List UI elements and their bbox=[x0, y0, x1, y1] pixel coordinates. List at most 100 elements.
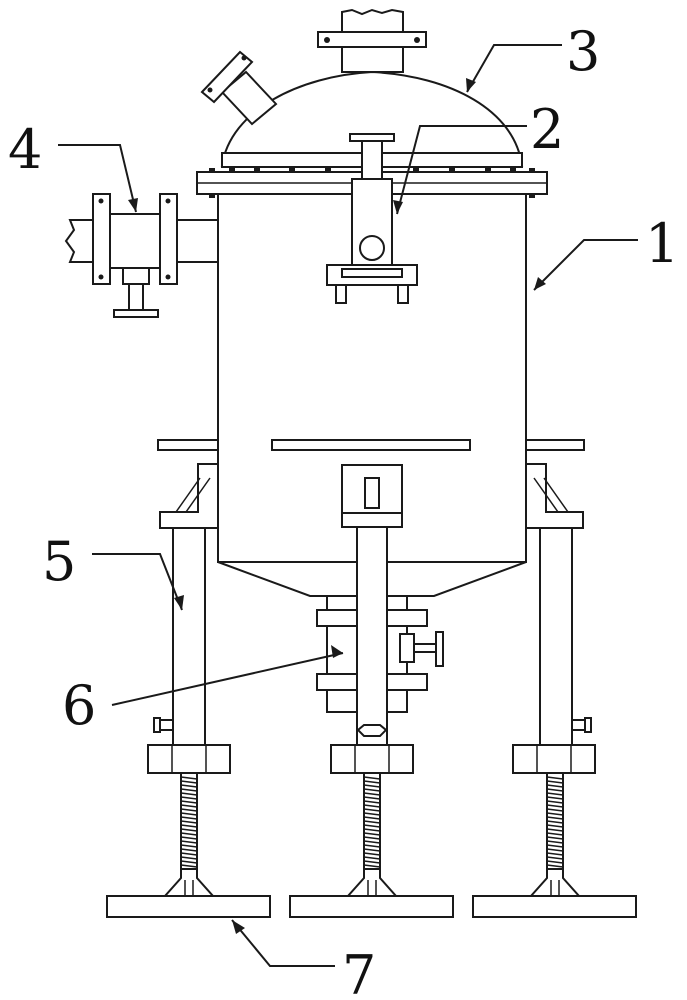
internal-rod-assembly bbox=[326, 133, 418, 304]
thread-line bbox=[180, 840, 198, 844]
thread-line bbox=[546, 808, 564, 812]
thread-line bbox=[180, 804, 198, 808]
callout-2: 2 bbox=[530, 98, 564, 161]
thread-line bbox=[180, 836, 198, 840]
thread-line bbox=[546, 864, 564, 868]
flange-bolt bbox=[289, 168, 295, 173]
thread-line bbox=[546, 832, 564, 836]
thread-line bbox=[363, 784, 381, 788]
thread-line bbox=[363, 788, 381, 792]
callout-7: 7 bbox=[342, 944, 376, 1000]
thread-line bbox=[546, 836, 564, 840]
thread-line bbox=[546, 800, 564, 804]
thread-line bbox=[180, 780, 198, 784]
thread-line bbox=[546, 788, 564, 792]
thread-line bbox=[363, 828, 381, 832]
thread-line bbox=[180, 860, 198, 864]
thread-line bbox=[546, 828, 564, 832]
thread-line bbox=[180, 776, 198, 780]
flange-bolt bbox=[485, 168, 491, 173]
flange-bolt bbox=[449, 168, 455, 173]
callout-4: 4 bbox=[8, 118, 42, 181]
thread-line bbox=[363, 864, 381, 868]
thread-line bbox=[363, 780, 381, 784]
thread-line bbox=[546, 776, 564, 780]
thread-line bbox=[363, 796, 381, 800]
thread-line bbox=[363, 820, 381, 824]
thread-line bbox=[180, 832, 198, 836]
thread-line bbox=[363, 860, 381, 864]
flange-bolt bbox=[229, 168, 235, 173]
thread-line bbox=[363, 824, 381, 828]
top-feed-pipe bbox=[317, 8, 427, 73]
thread-line bbox=[363, 804, 381, 808]
thread-line bbox=[363, 776, 381, 780]
thread-line bbox=[546, 780, 564, 784]
thread-line bbox=[546, 848, 564, 852]
thread-line bbox=[180, 812, 198, 816]
thread-line bbox=[180, 796, 198, 800]
thread-line bbox=[180, 820, 198, 824]
flange-bolt bbox=[529, 168, 535, 173]
thread-line bbox=[180, 808, 198, 812]
flange-bolt bbox=[254, 168, 260, 173]
thread-line bbox=[363, 792, 381, 796]
thread-line bbox=[180, 784, 198, 788]
thread-line bbox=[363, 844, 381, 848]
base-feet bbox=[106, 868, 637, 918]
thread-line bbox=[180, 800, 198, 804]
thread-line bbox=[180, 792, 198, 796]
flange-bolt bbox=[510, 168, 516, 173]
thread-line bbox=[546, 852, 564, 856]
support-legs bbox=[153, 527, 592, 747]
thread-line bbox=[363, 812, 381, 816]
thread-line bbox=[546, 860, 564, 864]
thread-line bbox=[363, 848, 381, 852]
thread-line bbox=[546, 824, 564, 828]
thread-line bbox=[180, 816, 198, 820]
thread-line bbox=[180, 824, 198, 828]
thread-line bbox=[546, 784, 564, 788]
thread-line bbox=[180, 844, 198, 848]
thread-line bbox=[363, 808, 381, 812]
thread-line bbox=[546, 816, 564, 820]
foot-gusset bbox=[345, 868, 399, 897]
callout-3: 3 bbox=[566, 20, 600, 83]
thread-line bbox=[546, 840, 564, 844]
flange-bolt bbox=[209, 193, 215, 198]
callout-labels: 3 2 1 4 5 6 7 bbox=[8, 20, 679, 1000]
thread-line bbox=[546, 812, 564, 816]
side-inlet-pipe bbox=[64, 193, 219, 318]
thread-line bbox=[363, 800, 381, 804]
thread-line bbox=[180, 848, 198, 852]
foot-gusset bbox=[528, 868, 582, 897]
thread-line bbox=[180, 856, 198, 860]
adjustment-nuts bbox=[147, 744, 596, 774]
foot-gusset bbox=[162, 868, 216, 897]
thread-line bbox=[546, 804, 564, 808]
vent-nozzle bbox=[200, 50, 278, 126]
thread-line bbox=[546, 844, 564, 848]
thread-line bbox=[546, 796, 564, 800]
thread-line bbox=[363, 836, 381, 840]
thread-line bbox=[363, 840, 381, 844]
threaded-rods bbox=[180, 772, 564, 870]
center-column bbox=[341, 464, 403, 746]
flange-bolt bbox=[529, 193, 535, 198]
thread-line bbox=[363, 856, 381, 860]
thread-line bbox=[546, 792, 564, 796]
thread-line bbox=[363, 832, 381, 836]
thread-line bbox=[546, 820, 564, 824]
thread-line bbox=[546, 856, 564, 860]
thread-line bbox=[363, 852, 381, 856]
callout-1: 1 bbox=[645, 212, 679, 275]
support-frame bbox=[157, 439, 585, 529]
flange-bolt bbox=[209, 168, 215, 173]
leader-lines bbox=[58, 44, 638, 967]
callout-6: 6 bbox=[62, 674, 96, 737]
thread-line bbox=[180, 788, 198, 792]
flange-bolt bbox=[325, 168, 331, 173]
callout-5: 5 bbox=[42, 530, 76, 593]
